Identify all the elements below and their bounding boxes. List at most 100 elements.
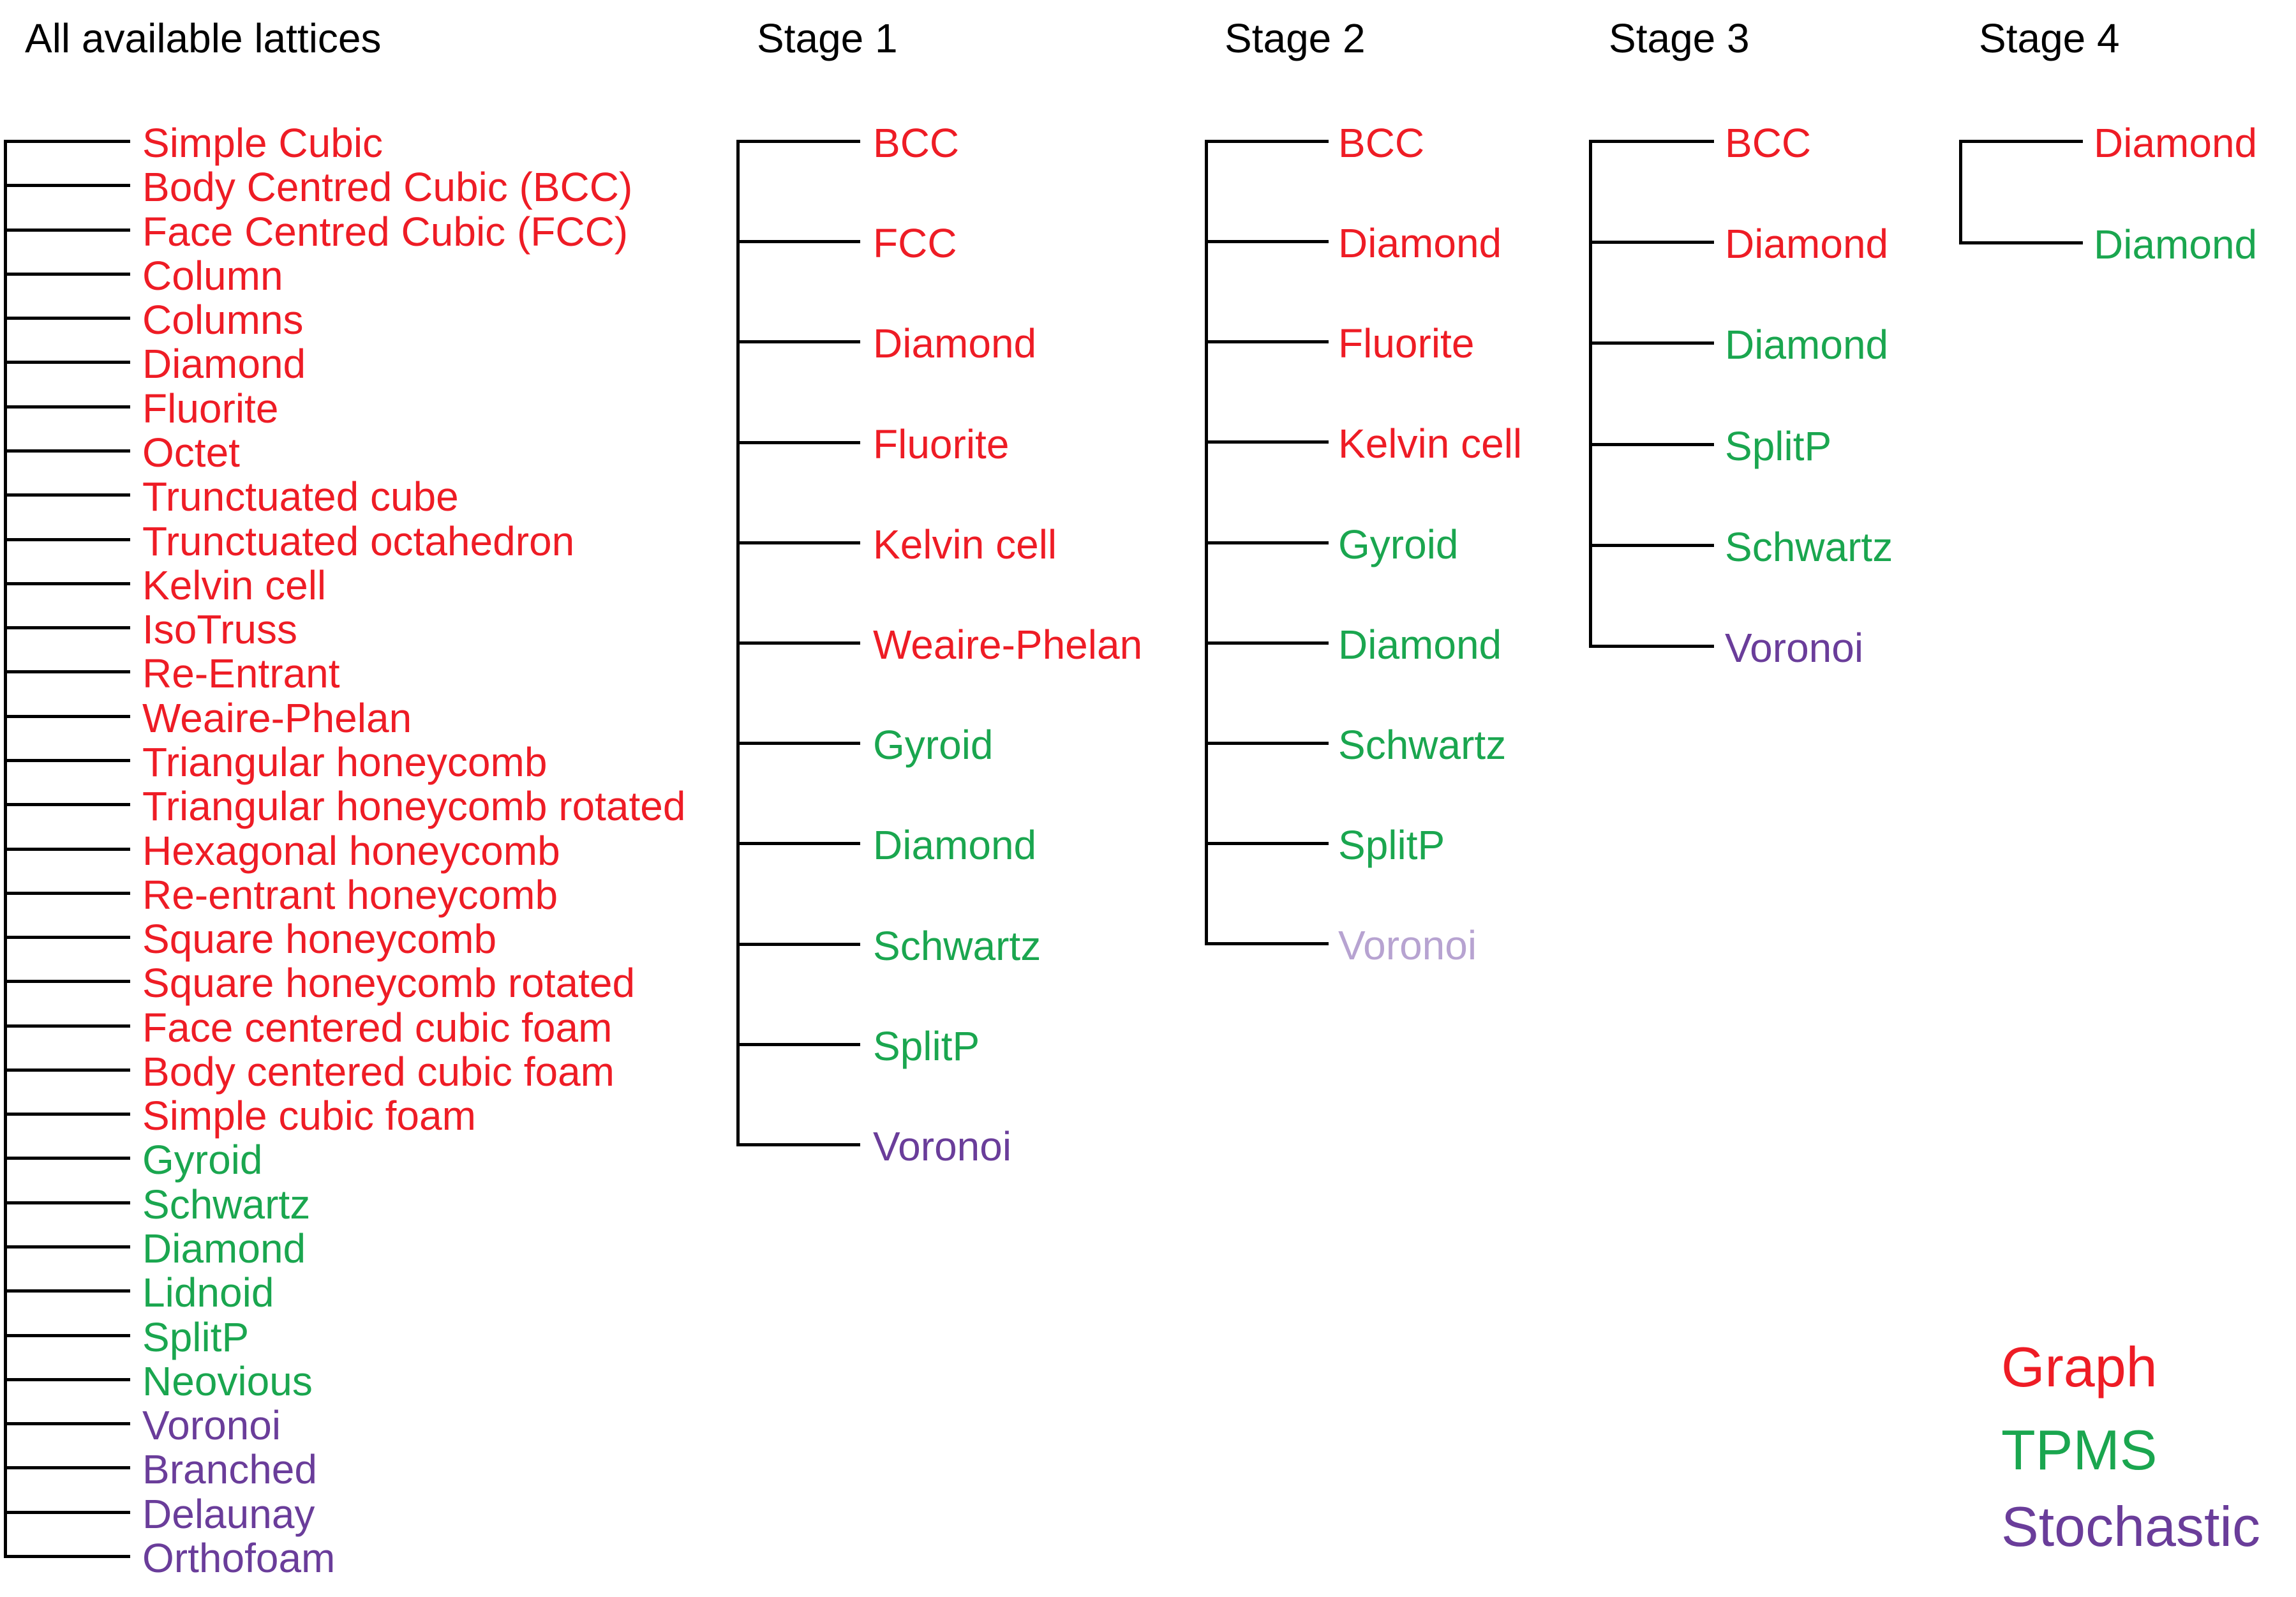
stage2-lattice-label: Kelvin cell — [1338, 421, 1523, 467]
all-branch-line — [4, 317, 130, 320]
stage3-branch-line — [1589, 645, 1714, 648]
all-branch-line — [4, 1422, 130, 1425]
stage2-lattice-label: Schwartz — [1338, 722, 1507, 768]
stage1-lattice-label: Schwartz — [873, 923, 1041, 969]
all-lattice-label: Diamond — [142, 1226, 306, 1271]
stage1-branch-line — [736, 1143, 860, 1146]
stage2-branch-line — [1205, 440, 1329, 444]
stage1-lattice-label: Fluorite — [873, 421, 1010, 467]
header-stage-2: Stage 2 — [1225, 15, 1366, 61]
all-branch-line — [4, 670, 130, 673]
all-branch-line — [4, 848, 130, 851]
stage4-lattice-label: Diamond — [2094, 221, 2258, 267]
all-lattice-label: Voronoi — [142, 1402, 281, 1448]
all-lattice-label: Weaire-Phelan — [142, 695, 412, 741]
all-lattice-label: Schwartz — [142, 1181, 311, 1227]
stage2-lattice-label: Fluorite — [1338, 320, 1475, 366]
stage1-branch-line — [736, 1043, 860, 1046]
all-branch-line — [4, 715, 130, 718]
all-branch-line — [4, 1068, 130, 1072]
all-branch-line — [4, 1024, 130, 1028]
stage3-branch-line — [1589, 544, 1714, 547]
stage4-branch-line — [1959, 140, 2083, 143]
all-lattice-label: Body Centred Cubic (BCC) — [142, 164, 633, 210]
legend-stochastic: Stochastic — [2001, 1495, 2260, 1558]
legend-graph: Graph — [2001, 1335, 2158, 1398]
stage1-lattice-label: Gyroid — [873, 722, 994, 768]
all-lattice-label: Branched — [142, 1446, 317, 1492]
all-lattice-label: Face centered cubic foam — [142, 1005, 613, 1051]
all-lattice-label: Re-entrant honeycomb — [142, 872, 558, 918]
all-branch-line — [4, 1245, 130, 1248]
all-lattice-label: Hexagonal honeycomb — [142, 828, 560, 874]
header-all-lattices: All available lattices — [25, 15, 382, 61]
stage2-lattice-label: SplitP — [1338, 822, 1445, 868]
stage2-lattice-label: Diamond — [1338, 622, 1502, 668]
stage3-branch-line — [1589, 443, 1714, 446]
stage1-lattice-label: Voronoi — [873, 1123, 1012, 1169]
all-lattice-label: Lidnoid — [142, 1270, 274, 1316]
all-lattice-label: Octet — [142, 430, 240, 476]
all-branch-line — [4, 229, 130, 232]
all-lattice-label: SplitP — [142, 1314, 250, 1360]
header-stage-3: Stage 3 — [1609, 15, 1750, 61]
all-lattice-label: Square honeycomb — [142, 916, 497, 962]
all-branch-line — [4, 759, 130, 762]
stage4-lattice-label: Diamond — [2094, 120, 2258, 166]
stage1-lattice-label: SplitP — [873, 1023, 980, 1069]
all-branch-line — [4, 361, 130, 364]
stage3-lattice-label: Diamond — [1725, 322, 1889, 368]
all-lattice-label: Re-Entrant — [142, 650, 340, 696]
all-lattice-label: Trunctuated cube — [142, 474, 459, 520]
all-branch-line — [4, 582, 130, 585]
all-branch-line — [4, 1201, 130, 1204]
stage3-lattice-label: BCC — [1725, 120, 1812, 166]
stage2-branch-line — [1205, 140, 1329, 143]
stage1-branch-line — [736, 140, 860, 143]
all-lattice-label: Triangular honeycomb — [142, 739, 548, 785]
all-lattice-label: Gyroid — [142, 1137, 263, 1183]
all-branch-line — [4, 538, 130, 541]
header-stage-1: Stage 1 — [757, 15, 898, 61]
stage3-branch-line — [1589, 241, 1714, 244]
stage1-lattice-label: BCC — [873, 120, 960, 166]
all-branch-line — [4, 273, 130, 276]
stage4-branch-line — [1959, 241, 2083, 244]
all-lattice-label: Columns — [142, 297, 304, 343]
all-branch-line — [4, 892, 130, 895]
stage4-tree-spine — [1959, 140, 1962, 244]
all-branch-line — [4, 184, 130, 187]
all-lattice-label: Fluorite — [142, 386, 279, 431]
all-lattice-label: Square honeycomb rotated — [142, 960, 636, 1006]
stage2-lattice-label: Gyroid — [1338, 521, 1459, 567]
header-stage-4: Stage 4 — [1979, 15, 2120, 61]
stage1-branch-line — [736, 943, 860, 946]
stage2-branch-line — [1205, 942, 1329, 945]
stage1-branch-line — [736, 742, 860, 745]
all-lattice-label: Triangular honeycomb rotated — [142, 783, 686, 829]
all-lattice-label: Orthofoam — [142, 1535, 336, 1581]
all-branch-line — [4, 493, 130, 497]
all-lattice-label: IsoTruss — [142, 606, 297, 652]
stage1-branch-line — [736, 541, 860, 544]
stage1-lattice-label: FCC — [873, 220, 957, 266]
stage1-branch-line — [736, 842, 860, 845]
stage1-branch-line — [736, 441, 860, 444]
all-lattice-label: Neovious — [142, 1358, 313, 1404]
all-branch-line — [4, 449, 130, 453]
stage1-branch-line — [736, 240, 860, 243]
all-branch-line — [4, 936, 130, 939]
stage3-tree-spine — [1589, 140, 1592, 648]
all-branch-line — [4, 1289, 130, 1293]
all-lattice-label: Simple cubic foam — [142, 1093, 476, 1139]
stage2-branch-line — [1205, 240, 1329, 243]
all-branch-line — [4, 1334, 130, 1337]
legend-tpms: TPMS — [2001, 1418, 2158, 1481]
stage3-lattice-label: SplitP — [1725, 423, 1832, 469]
all-branch-line — [4, 1378, 130, 1381]
stage3-lattice-label: Schwartz — [1725, 524, 1893, 570]
all-branch-line — [4, 405, 130, 409]
all-branch-line — [4, 803, 130, 806]
stage2-branch-line — [1205, 842, 1329, 845]
all-branch-line — [4, 1157, 130, 1160]
